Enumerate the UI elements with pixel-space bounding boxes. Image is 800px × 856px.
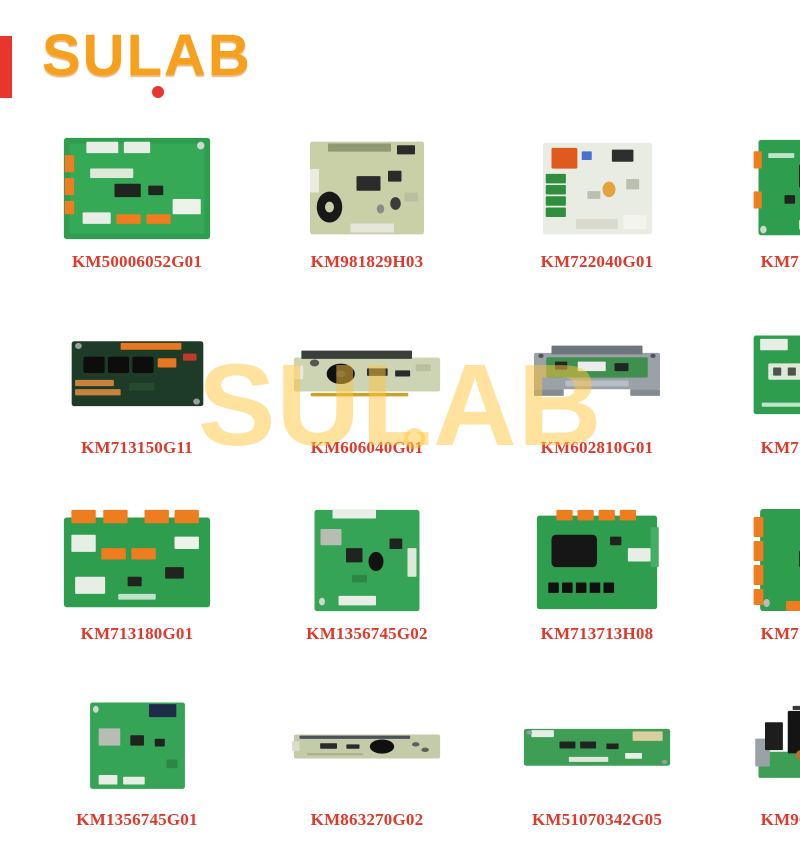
product-grid: KM50006052G01 KM981829H03 KM722040G01 KM… (0, 112, 800, 856)
part-number: KM1356745G02 (306, 624, 427, 644)
pcb-photo (752, 686, 800, 806)
part-number: KM713150G11 (81, 438, 193, 458)
pcb-photo (307, 500, 427, 620)
part-number: KM964619G24 (761, 810, 800, 830)
product-card: KM713713H08 (522, 500, 672, 654)
part-number: KM50006052G01 (72, 252, 202, 272)
part-number: KM713700G01 (761, 438, 800, 458)
product-card: KM722040G01 (522, 128, 672, 282)
part-number: KM773390G03 (761, 252, 800, 272)
product-card: KM1356745G02 (292, 500, 442, 654)
part-number: KM863270G02 (311, 810, 424, 830)
product-card: KM773380G04 (752, 500, 800, 654)
product-card: KM863270G02 (292, 686, 442, 840)
pcb-photo (307, 128, 427, 248)
brand-logo: SULAB (42, 22, 252, 89)
product-card: KM981829H03 (292, 128, 442, 282)
product-card: KM606040G01 (292, 314, 442, 468)
part-number: KM713180G01 (81, 624, 194, 644)
product-card: KM713180G01 (62, 500, 212, 654)
header: SULAB (0, 0, 800, 112)
part-number: KM773380G04 (761, 624, 800, 644)
product-card: KM50006052G01 (62, 128, 212, 282)
logo-dot-icon (152, 86, 164, 98)
pcb-photo (80, 686, 195, 806)
part-number: KM602810G01 (541, 438, 654, 458)
part-number: KM722040G01 (541, 252, 654, 272)
product-card: KM773390G03 (752, 128, 800, 282)
part-number: KM51070342G05 (532, 810, 662, 830)
pcb-photo (292, 314, 442, 434)
part-number: KM606040G01 (311, 438, 424, 458)
pcb-photo (752, 500, 800, 620)
pcb-photo (532, 500, 662, 620)
product-card: KM964619G24 (752, 686, 800, 840)
pcb-photo (62, 128, 212, 248)
product-card: KM602810G01 (522, 314, 672, 468)
part-number: KM713713H08 (541, 624, 654, 644)
pcb-photo (752, 314, 800, 434)
product-card: KM713700G01 (752, 314, 800, 468)
pcb-photo (522, 686, 672, 806)
product-card: KM51070342G05 (522, 686, 672, 840)
pcb-photo (292, 686, 442, 806)
brand-red-bar (0, 36, 12, 98)
pcb-photo (752, 128, 800, 248)
part-number: KM1356745G01 (76, 810, 197, 830)
part-number: KM981829H03 (311, 252, 424, 272)
pcb-photo (62, 500, 212, 620)
pcb-photo (540, 128, 655, 248)
product-card: KM713150G11 (62, 314, 212, 468)
pcb-photo (527, 314, 667, 434)
pcb-photo (70, 314, 205, 434)
product-card: KM1356745G01 (62, 686, 212, 840)
